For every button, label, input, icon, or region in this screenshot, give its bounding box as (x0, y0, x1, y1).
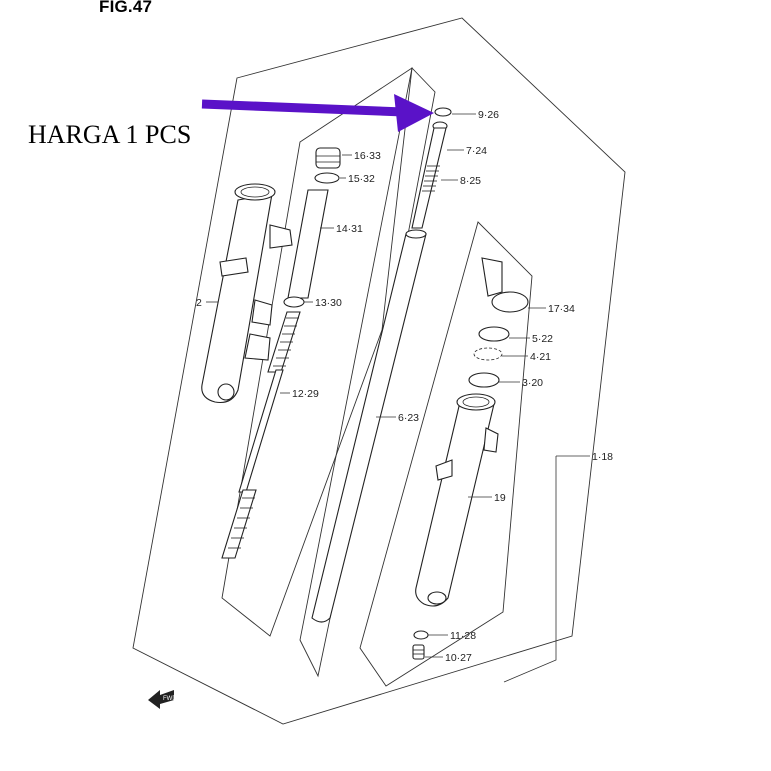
oil-seal (478, 326, 510, 342)
callout-5-22: 5·22 (532, 333, 553, 345)
spring-seat (283, 296, 305, 308)
clip-ring (434, 107, 452, 117)
callout-11-28: 11·28 (450, 630, 476, 642)
leader-lines (206, 113, 590, 683)
callout-19: 19 (494, 492, 506, 504)
callout-13-30: 13·30 (315, 297, 342, 309)
spacer-pipe (287, 189, 329, 299)
dust-cover (481, 257, 529, 313)
cap-bolt (315, 147, 341, 169)
gasket (413, 630, 429, 640)
stopper-ring (473, 347, 503, 361)
callout-8-25: 8·25 (460, 175, 481, 187)
outer-tube-right (415, 393, 499, 607)
assembly-outline (132, 17, 626, 725)
callout-3-20: 3·20 (522, 377, 543, 389)
callout-6-23: 6·23 (398, 412, 419, 424)
callout-7-24: 7·24 (466, 145, 487, 157)
outer-tube-left (201, 183, 293, 404)
callout-1-18: 1·18 (592, 451, 613, 463)
rebound-spring (422, 165, 440, 192)
fwd-label: FWD (163, 696, 177, 702)
callout-4-21: 4·21 (530, 351, 551, 363)
callout-12-29: 12·29 (292, 388, 319, 400)
callout-2: 2 (196, 297, 202, 309)
callout-10-27: 10·27 (445, 652, 472, 664)
figure-title: FIG.47 (99, 0, 153, 16)
o-ring (314, 172, 340, 184)
callout-9-26: 9·26 (478, 109, 499, 121)
backup-ring (468, 372, 500, 388)
drain-bolt (412, 644, 425, 660)
fwd-arrow-icon: FWD (148, 690, 177, 709)
annotation-arrow-icon (201, 94, 434, 132)
callout-17-34: 17·34 (548, 303, 575, 315)
damper-rod (411, 121, 448, 229)
price-note: HARGA 1 PCS (28, 120, 192, 149)
callout-15-32: 15·32 (348, 173, 375, 185)
panel-right (359, 221, 533, 687)
callout-16-33: 16·33 (354, 150, 381, 162)
inner-tube (311, 229, 427, 623)
fork-spring (221, 311, 301, 559)
callout-14-31: 14·31 (336, 223, 363, 235)
